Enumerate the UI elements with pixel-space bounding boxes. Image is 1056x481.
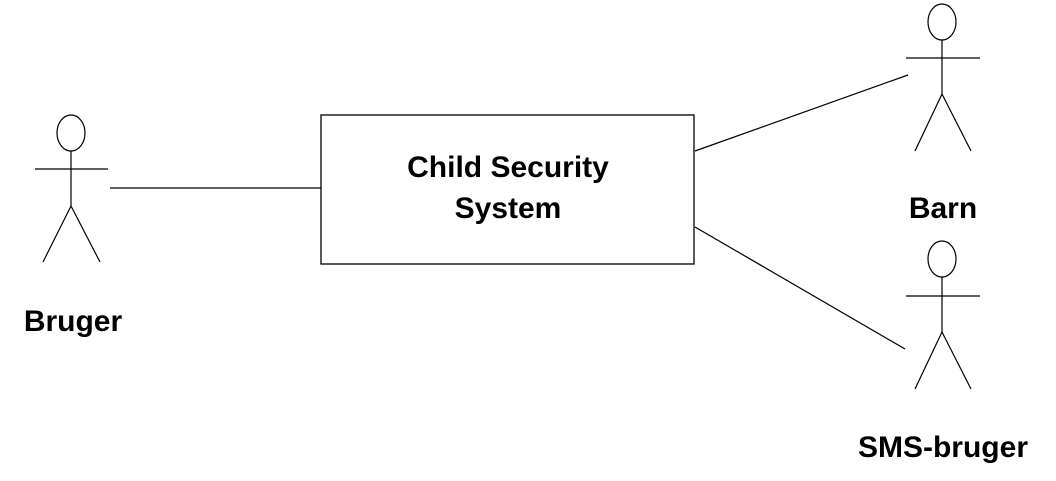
actor-barn-label: Barn bbox=[909, 192, 977, 225]
system-box[interactable]: Child Security System bbox=[320, 114, 695, 265]
system-title-line2: System bbox=[455, 192, 562, 225]
actor-bruger-label: Bruger bbox=[24, 305, 123, 338]
association-system-barn bbox=[694, 74, 909, 152]
association-system-sms-bruger bbox=[694, 226, 906, 350]
actor-barn[interactable]: Barn bbox=[906, 3, 980, 225]
system-title-line1: Child Security bbox=[407, 151, 609, 184]
actor-bruger[interactable]: Bruger bbox=[24, 114, 123, 338]
stick-figure-actor-icon bbox=[906, 240, 980, 390]
stick-figure-actor-icon bbox=[906, 3, 980, 152]
stick-figure-actor-icon bbox=[35, 114, 108, 263]
actor-sms-bruger[interactable]: SMS-bruger bbox=[858, 240, 1028, 464]
actor-sms-bruger-label: SMS-bruger bbox=[858, 431, 1028, 464]
